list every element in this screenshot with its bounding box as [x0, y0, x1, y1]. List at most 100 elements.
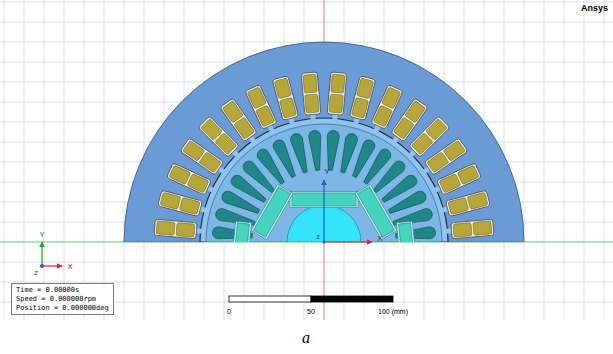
coil	[234, 117, 255, 139]
slot-outline	[272, 76, 298, 121]
stator-slot	[301, 72, 321, 121]
scale-value: 0	[227, 308, 231, 315]
slot-outline	[349, 76, 375, 121]
grid-line	[104, 0, 105, 320]
coil	[179, 197, 200, 214]
triad-x	[42, 265, 62, 266]
magnet-body	[253, 187, 290, 237]
coil	[439, 174, 461, 193]
coil	[448, 197, 469, 214]
coil	[256, 105, 275, 127]
coil	[305, 94, 320, 113]
slot-outline	[158, 190, 203, 216]
triad-label: Y	[40, 231, 45, 238]
stator-slot	[440, 190, 491, 218]
coil	[467, 192, 488, 209]
coil	[329, 94, 344, 113]
rotor-bar	[308, 130, 323, 171]
scale-value: 50	[307, 308, 315, 315]
grid-line	[584, 0, 585, 320]
brand-mark: Ansys	[581, 4, 608, 13]
info-text: Time = 0.00000s	[16, 286, 109, 295]
coil	[373, 105, 392, 127]
coil	[169, 165, 191, 184]
magnet	[396, 221, 414, 242]
magnet	[355, 185, 397, 240]
triad-y	[41, 242, 42, 266]
coil	[247, 87, 266, 109]
magnet-pocket	[396, 221, 414, 242]
grid-line	[124, 0, 125, 320]
slot-outline	[301, 72, 321, 115]
coil	[357, 78, 374, 99]
coil	[473, 221, 492, 236]
stator-slot	[158, 190, 209, 218]
y-axis-arrow	[323, 180, 324, 242]
coil	[382, 87, 401, 109]
triad-label: Z	[34, 270, 38, 276]
grid-line	[544, 0, 545, 320]
coil	[222, 101, 243, 123]
grid-line	[4, 0, 5, 320]
magnet-body	[357, 187, 394, 237]
axis-label: Y	[324, 168, 329, 176]
stator-slot	[154, 219, 203, 239]
x-axis-arrow	[324, 241, 372, 242]
coil	[427, 152, 449, 173]
info-text: Speed = 0.000000rpm	[16, 295, 109, 304]
magnet-body	[399, 223, 413, 242]
slot-outline	[451, 219, 494, 239]
grid-line	[564, 0, 565, 320]
grid-ground	[0, 0, 613, 320]
coil	[425, 119, 447, 141]
scale-value: 100 (mm)	[378, 308, 408, 315]
slot-outline	[371, 85, 403, 130]
coil	[453, 223, 472, 238]
motor	[124, 42, 524, 242]
grid	[0, 0, 613, 320]
rotor-bar	[337, 132, 359, 174]
stator-slot	[167, 163, 217, 198]
stator-slot	[348, 76, 376, 127]
scale-bar-white	[229, 296, 311, 302]
stator-core	[124, 42, 524, 242]
origin-dot	[323, 241, 326, 244]
grid-line	[24, 0, 25, 320]
coil	[279, 97, 296, 118]
coil	[351, 97, 368, 118]
triad-label: X	[68, 263, 73, 270]
figure-caption: a	[302, 330, 310, 346]
stator-slot	[272, 76, 300, 127]
grid-line	[604, 0, 605, 320]
stator-slot	[327, 72, 347, 121]
coil	[274, 78, 291, 99]
grid-line	[0, 22, 613, 23]
coil	[405, 101, 426, 123]
stator-slot	[445, 219, 494, 239]
grid-line	[84, 0, 85, 320]
slot-outline	[446, 190, 491, 216]
grid-line	[44, 0, 45, 320]
slot-outline	[167, 163, 212, 195]
axis-label: X	[377, 235, 382, 243]
grid-line	[0, 262, 613, 263]
info-text: Position = 0.000000deg	[16, 304, 109, 313]
coil	[443, 140, 465, 161]
coil	[199, 152, 221, 173]
coil	[183, 140, 205, 161]
axis-label: Z	[316, 235, 319, 240]
coil	[331, 74, 346, 93]
magnet	[251, 185, 293, 240]
magnet-body	[235, 223, 249, 242]
magnet-pocket	[251, 185, 293, 240]
rotor-bar	[324, 130, 339, 171]
info-box: Time = 0.00000sSpeed = 0.000000rpmPositi…	[11, 283, 114, 315]
slot-outline	[327, 72, 347, 115]
coil	[176, 223, 195, 238]
grid-line	[0, 2, 613, 3]
coil	[160, 192, 181, 209]
grid-line	[64, 0, 65, 320]
coil	[201, 119, 223, 141]
coil	[393, 117, 414, 139]
coil	[457, 165, 479, 184]
